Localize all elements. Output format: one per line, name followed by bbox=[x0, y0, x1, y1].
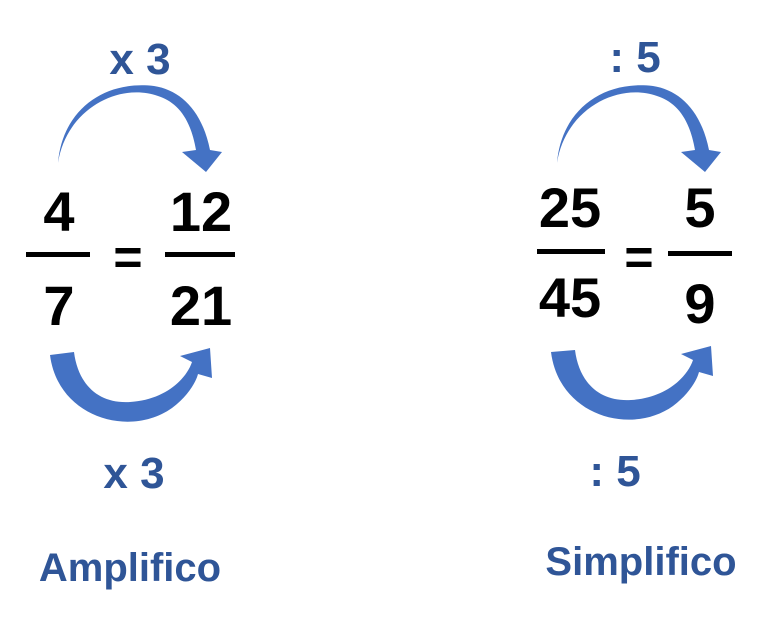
simplify-bottom-arrow-icon bbox=[551, 346, 713, 420]
simplify-right-fraction-bar bbox=[668, 251, 732, 256]
simplify-left-numerator: 25 bbox=[538, 176, 602, 239]
amplify-right-numerator: 12 bbox=[169, 180, 233, 243]
simplify-top-operation-label: : 5 bbox=[609, 33, 661, 82]
simplify-top-arrow-icon bbox=[557, 85, 721, 172]
amplify-right-fraction-bar bbox=[165, 252, 235, 257]
simplify-left-denominator: 45 bbox=[538, 266, 602, 329]
amplify-left-fraction-bar bbox=[26, 252, 90, 257]
simplify-panel: : 5 25 45 = 5 9 : 5 Simplifico bbox=[385, 0, 770, 626]
amplify-panel: x 3 4 7 = 12 21 x 3 Amplifico bbox=[26, 35, 235, 590]
amplify-equals-sign: = bbox=[113, 229, 143, 285]
amplify-bottom-operation-label: x 3 bbox=[103, 449, 165, 498]
simplify-equals-sign: = bbox=[624, 229, 654, 285]
amplify-caption: Amplifico bbox=[38, 546, 222, 590]
amplify-top-arrow-icon bbox=[58, 85, 222, 172]
amplify-left-denominator: 7 bbox=[43, 274, 75, 337]
simplify-left-fraction-bar bbox=[537, 249, 605, 254]
simplify-right-denominator: 9 bbox=[684, 272, 716, 335]
simplify-bottom-operation-label: : 5 bbox=[589, 447, 641, 496]
amplify-left-numerator: 4 bbox=[43, 180, 75, 243]
amplify-bottom-arrow-icon bbox=[50, 348, 212, 422]
simplify-arrows bbox=[551, 85, 721, 420]
amplify-arrows bbox=[50, 85, 222, 422]
simplify-right-numerator: 5 bbox=[684, 176, 716, 239]
amplify-top-operation-label: x 3 bbox=[109, 35, 171, 84]
simplify-caption: Simplifico bbox=[545, 540, 737, 584]
amplify-right-denominator: 21 bbox=[169, 274, 233, 337]
